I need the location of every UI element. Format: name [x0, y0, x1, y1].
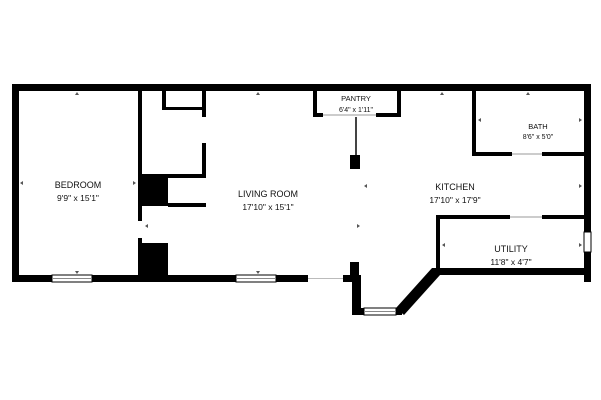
- interior-openings: [323, 113, 542, 219]
- room-name-bath: BATH: [528, 122, 547, 131]
- pantry-wall-right: [397, 91, 401, 116]
- room-dims-utility: 11'8" x 4'7": [490, 257, 531, 267]
- room-name-living: LIVING ROOM: [238, 189, 298, 199]
- closet-block-upper: [138, 176, 168, 206]
- room-dims-living: 17'10" x 15'1": [242, 202, 293, 212]
- closet-wall-top-pillar: [162, 91, 166, 109]
- windows: [51, 231, 592, 316]
- wall-top: [12, 84, 591, 91]
- room-dims-bedroom: 9'9" x 15'1": [57, 193, 99, 203]
- closet-wall-right: [202, 91, 206, 117]
- kitchen-bottom-pillar: [350, 262, 359, 278]
- closet-wall-right-lower: [202, 143, 206, 178]
- wall-bottom-right: [432, 268, 591, 275]
- bay-left-wall: [352, 275, 361, 314]
- pantry-wall-bottom-left: [313, 113, 323, 117]
- wall-right: [584, 84, 591, 282]
- window-utility: [583, 231, 592, 253]
- kitchen-pillar-line: [355, 117, 357, 155]
- pantry-wall-bottom-right: [376, 113, 401, 117]
- pantry-wall-left: [313, 91, 317, 116]
- room-name-utility: UTILITY: [494, 244, 528, 254]
- measurement-ticks: [20, 92, 582, 274]
- closet-wall-bottom2: [168, 203, 206, 207]
- bay-diagonal-wall: [396, 268, 440, 315]
- wall-bottom-left: [12, 275, 357, 282]
- room-labels: BEDROOM 9'9" x 15'1" LIVING ROOM 17'10" …: [55, 94, 554, 267]
- wall-left: [12, 84, 19, 282]
- room-dims-pantry: 6'4" x 1'11": [339, 107, 373, 114]
- room-dims-bath: 8'6" x 5'0": [523, 134, 554, 141]
- utility-wall-left: [436, 215, 440, 271]
- closet-wall-mid: [162, 107, 206, 110]
- wall-bedroom-right: [138, 91, 142, 221]
- room-name-kitchen: KITCHEN: [435, 182, 475, 192]
- room-name-pantry: PANTRY: [341, 94, 371, 103]
- closet-wall-bottom: [142, 174, 206, 178]
- room-name-bedroom: BEDROOM: [55, 180, 102, 190]
- kitchen-pillar: [350, 155, 360, 169]
- bath-wall-left: [472, 91, 476, 156]
- closet-block-lower: [138, 243, 168, 275]
- room-dims-kitchen: 17'10" x 17'9": [429, 195, 480, 205]
